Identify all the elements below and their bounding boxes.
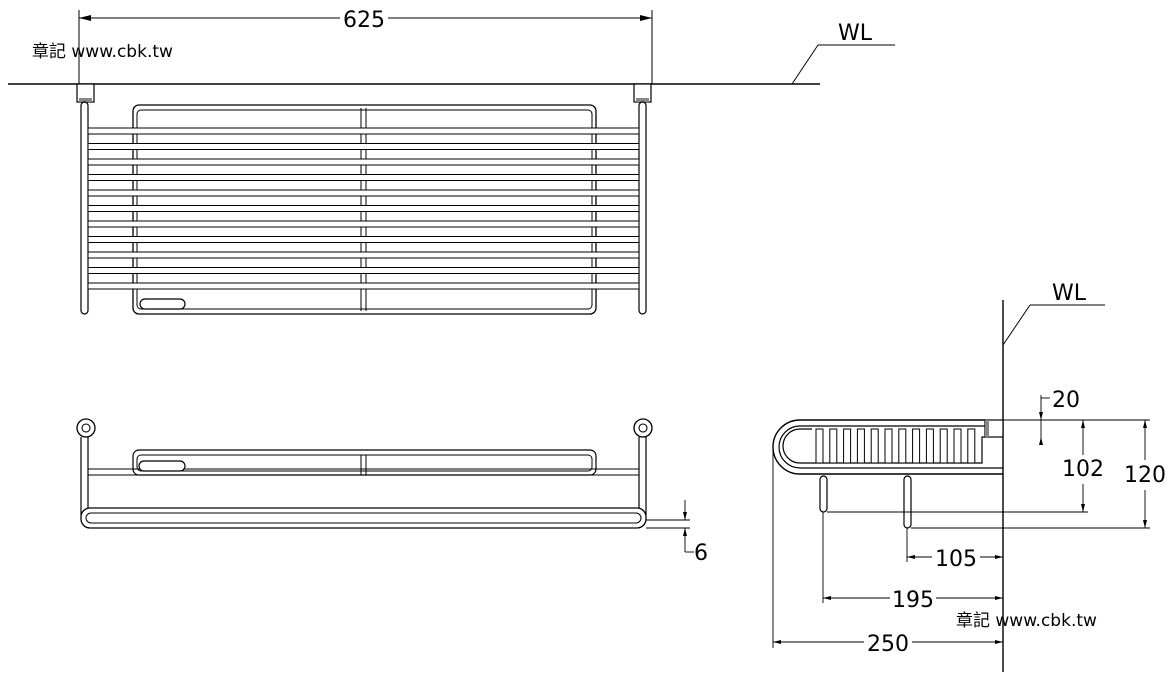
- watermark-top: 章記 www.cbk.tw: [32, 42, 173, 62]
- slat: [912, 428, 921, 464]
- arrow-down-icon: [683, 512, 687, 520]
- horizontal-wire: [87, 189, 640, 197]
- basket-edge-outer: [132, 449, 597, 476]
- side-rod-left: [80, 101, 89, 315]
- slat: [967, 428, 976, 464]
- drain-slot-top: [139, 298, 186, 310]
- horizontal-wires: [87, 127, 640, 290]
- arrow-up-icon: [1143, 420, 1147, 428]
- mount-right-shade: [636, 98, 649, 102]
- arrow-right-icon: [995, 640, 1003, 644]
- basket-slats: [815, 428, 976, 464]
- side-view: WL 20 102 120: [772, 281, 1166, 672]
- horizontal-wire: [87, 251, 640, 259]
- slat: [870, 428, 879, 464]
- slat: [898, 428, 907, 464]
- horizontal-wire: [87, 143, 640, 150]
- dim-wall-bracket: 20: [1052, 388, 1080, 413]
- wl-label-side: WL: [1052, 281, 1087, 306]
- slat: [843, 428, 852, 464]
- wl-leader-side: [1002, 304, 1031, 346]
- slat: [815, 428, 824, 464]
- arrow-left-icon: [823, 596, 831, 600]
- arrow-right-icon: [640, 15, 652, 21]
- dim-front-leg-depth: 105: [935, 547, 977, 572]
- horizontal-wire: [87, 158, 640, 166]
- leg-rear: [819, 475, 828, 513]
- mount-left-shade: [79, 98, 92, 102]
- drain-slot-plan: [138, 460, 186, 472]
- plan-view: 6: [76, 418, 708, 566]
- arrow-right-icon: [995, 555, 1003, 559]
- basket-edge-inner: [136, 454, 593, 472]
- profile-inner: [782, 428, 985, 464]
- ring-mount-right-inner: [638, 423, 648, 433]
- dim-total-depth: 250: [867, 632, 909, 657]
- slat: [953, 428, 962, 464]
- horizontal-wire: [87, 236, 640, 243]
- front-rail-outer: [80, 507, 647, 529]
- arrow-left-icon: [773, 640, 781, 644]
- slat: [925, 428, 934, 464]
- arrow-up-icon: [1081, 420, 1085, 428]
- horizontal-wire: [87, 267, 640, 274]
- slat: [939, 428, 948, 464]
- dim-tube-offset: 6: [694, 541, 708, 566]
- profile-outer-2: [778, 425, 1003, 469]
- front-rail-inner: [85, 512, 642, 524]
- dim-rear-leg-depth: 195: [892, 588, 934, 613]
- horizontal-wire: [87, 220, 640, 228]
- horizontal-wire: [87, 205, 640, 212]
- horizontal-wire: [87, 127, 640, 135]
- arrow-left-icon: [907, 555, 915, 559]
- wall-bracket-shade: [985, 420, 989, 437]
- leg-front: [903, 475, 912, 529]
- slat: [856, 428, 865, 464]
- arrow-down-icon: [1039, 412, 1043, 420]
- front-view: WL 625 章記 www.cbk.tw: [8, 8, 895, 315]
- arrow-up-icon: [683, 528, 687, 536]
- wl-label-top: WL: [838, 21, 873, 46]
- arrow-left-icon: [79, 15, 91, 21]
- arrow-up-icon: [1039, 437, 1043, 445]
- dim-inner-height: 102: [1062, 457, 1104, 482]
- dim-total-height: 120: [1124, 463, 1166, 488]
- horizontal-wire: [87, 282, 640, 290]
- wl-leader-top: [791, 44, 819, 85]
- slat: [829, 428, 838, 464]
- horizontal-wire: [87, 174, 640, 181]
- ring-mount-left-inner: [81, 423, 91, 433]
- arrow-right-icon: [995, 596, 1003, 600]
- dim-total-width: 625: [343, 8, 385, 33]
- slat: [884, 428, 893, 464]
- arrow-down-icon: [1081, 504, 1085, 512]
- watermark-bottom: 章記 www.cbk.tw: [956, 611, 1097, 631]
- arrow-down-icon: [1143, 520, 1147, 528]
- side-rod-right: [638, 101, 647, 315]
